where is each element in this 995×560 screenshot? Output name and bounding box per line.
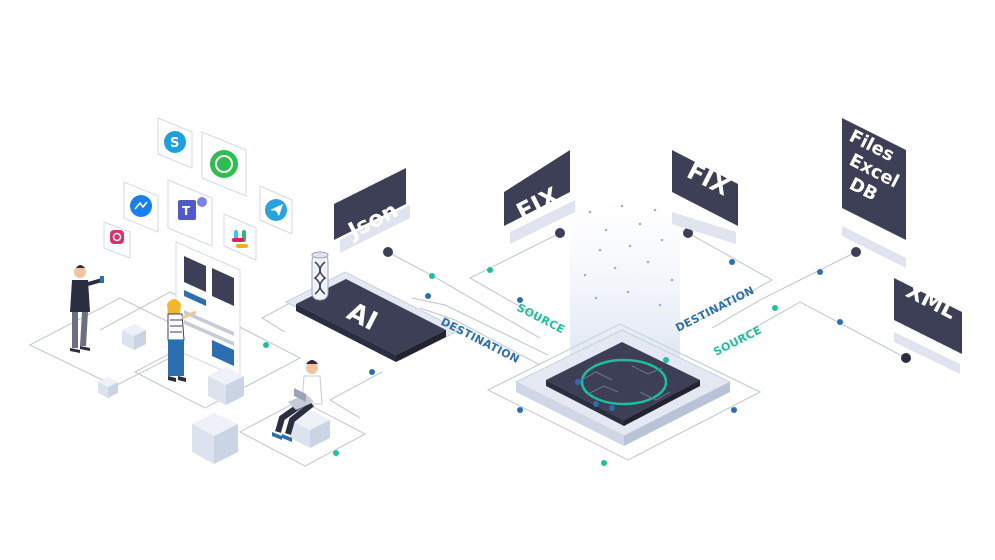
line-fix-left: [468, 232, 561, 319]
flow-label-destination-left: DESTINATION: [439, 315, 522, 366]
ai-panel: AI: [284, 251, 462, 362]
sign-json: Json: [334, 168, 410, 253]
person-laptop-user: [272, 360, 323, 442]
flow-label-source-right: SOURCE: [711, 323, 763, 358]
central-chip: [514, 200, 732, 446]
whatsapp-icon: [201, 131, 247, 197]
connection-dots: [263, 228, 911, 466]
sign-files: Files Excel DB: [842, 118, 906, 268]
node-dot: [555, 228, 565, 238]
node-dot: [369, 369, 375, 375]
line-xml: [739, 301, 907, 359]
cube: [98, 377, 118, 398]
node-dot: [901, 353, 911, 363]
instagram-icon: [103, 221, 131, 259]
node-dot: [601, 460, 607, 466]
sign-fix-left: FIX: [504, 150, 575, 244]
node-dot: [517, 407, 523, 413]
telegram-icon: [259, 185, 293, 235]
node-dot: [263, 342, 269, 348]
node-dot: [425, 293, 431, 299]
cubes: [98, 324, 330, 464]
chip-ring: [580, 358, 668, 406]
svg-text:S: S: [170, 136, 179, 151]
line-fix-right: [687, 232, 774, 321]
flow-label-source-left: SOURCE: [515, 301, 567, 336]
line-json: [387, 251, 541, 339]
person-businessman: [70, 265, 104, 353]
svg-text:T: T: [182, 204, 191, 218]
data-particles: [583, 204, 674, 307]
dna-tube-icon: [311, 251, 329, 301]
app-icons: S T: [103, 117, 293, 261]
skype-icon: S: [157, 117, 193, 169]
cube: [122, 324, 146, 350]
node-dot: [383, 247, 393, 257]
line-ai-left: [260, 299, 297, 333]
node-dot: [487, 267, 493, 273]
line-dest-left-2: [419, 307, 541, 366]
line-laptop: [328, 371, 383, 419]
node-dot: [837, 319, 843, 325]
node-dot: [851, 247, 861, 257]
sign-fix-right: FIX: [672, 150, 738, 244]
line-dest-left: [411, 297, 549, 356]
chip-top-side-r: [624, 380, 700, 426]
node-dot: [817, 269, 823, 275]
line-files: [711, 251, 857, 329]
node-dot: [729, 259, 735, 265]
node-dot: [333, 450, 339, 456]
teams-icon: T: [167, 179, 213, 247]
messenger-icon: [123, 181, 159, 233]
node-dot: [683, 228, 693, 238]
cube: [192, 413, 238, 464]
person-woman: [167, 299, 197, 382]
node-dot: [731, 407, 737, 413]
slack-icon: [223, 213, 257, 261]
chip-top-side: [546, 380, 624, 426]
node-dot: [429, 273, 435, 279]
chip-base-side: [516, 382, 624, 446]
platform-laptop: [238, 399, 367, 467]
cube: [208, 367, 244, 405]
node-dot: [772, 305, 778, 311]
chip-circuit: [577, 365, 671, 401]
chip-base-side-r: [624, 382, 730, 446]
chip-top: [546, 342, 700, 420]
node-dot: [517, 297, 523, 303]
content-board: [175, 241, 241, 379]
